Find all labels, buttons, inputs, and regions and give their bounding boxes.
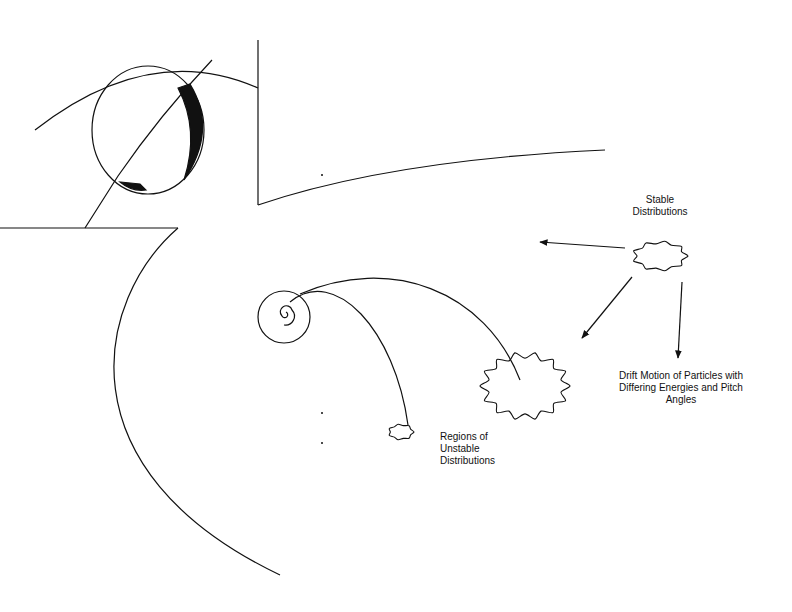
inset-boundary — [35, 71, 258, 130]
distribution-blob — [634, 241, 688, 271]
annotation-label: Stable Distributions — [628, 194, 692, 218]
magnetopause — [258, 150, 605, 205]
drift-path — [300, 278, 520, 380]
annotation-label: Regions of Unstable Distributions — [440, 431, 510, 467]
annotation-label: Drift Motion of Particles with Differing… — [606, 370, 756, 406]
field-line — [85, 60, 212, 228]
speck — [321, 412, 323, 414]
planet-circle — [258, 291, 310, 343]
arrow — [678, 282, 682, 358]
spiral — [280, 306, 294, 325]
speck — [321, 442, 323, 444]
arrow — [540, 242, 625, 248]
speck — [321, 174, 323, 176]
distribution-blob — [480, 353, 570, 419]
inset-frame — [0, 227, 178, 228]
earth-patch — [120, 182, 146, 190]
magnetopause — [114, 228, 280, 575]
earth-shadow — [178, 84, 203, 180]
arrow — [582, 277, 632, 338]
distribution-blob — [389, 424, 414, 440]
earth-circle — [92, 66, 204, 194]
inset-frame — [257, 40, 258, 205]
drift-path — [290, 291, 408, 425]
